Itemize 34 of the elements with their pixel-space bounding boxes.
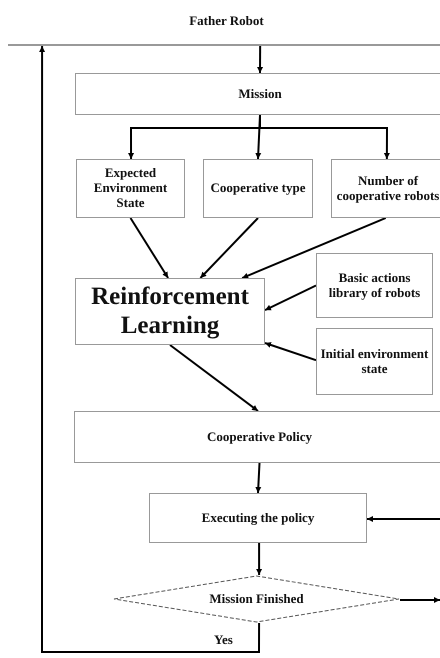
node-text: Mission xyxy=(238,86,282,102)
arrow xyxy=(400,597,440,603)
arrow xyxy=(200,217,259,279)
input-box xyxy=(331,159,440,218)
input-box xyxy=(76,159,185,218)
node-text: Executing the policy xyxy=(202,510,314,526)
node-text: Initial environment state xyxy=(320,346,429,376)
node-text: Father Robot xyxy=(189,14,264,29)
arrow xyxy=(169,344,259,412)
process-box xyxy=(75,278,265,345)
node-text: Expected Environment State xyxy=(92,166,168,211)
decision-diamond xyxy=(113,575,400,623)
arrow xyxy=(39,46,260,653)
arrow xyxy=(242,217,386,279)
process-box xyxy=(149,493,367,543)
arrow xyxy=(259,115,390,159)
arrow xyxy=(130,217,169,279)
arrow xyxy=(264,342,316,362)
arrow xyxy=(257,46,264,73)
node-text: Number of cooperative robots xyxy=(336,174,440,204)
node-text: Mission Finished xyxy=(209,592,304,606)
input-box xyxy=(203,159,313,218)
input-box xyxy=(316,328,433,395)
arrow xyxy=(367,516,440,522)
arrow xyxy=(256,543,262,575)
node-text: Reinforcement Learning xyxy=(90,282,250,340)
process-box xyxy=(75,73,440,115)
process-box xyxy=(74,411,440,463)
node-text: Cooperative type xyxy=(210,181,306,196)
node-text: Cooperative Policy xyxy=(206,430,312,444)
arrow xyxy=(255,462,262,494)
input-box xyxy=(316,253,433,318)
node-text: Basic actions library of robots xyxy=(328,270,422,300)
arrow xyxy=(264,284,316,312)
